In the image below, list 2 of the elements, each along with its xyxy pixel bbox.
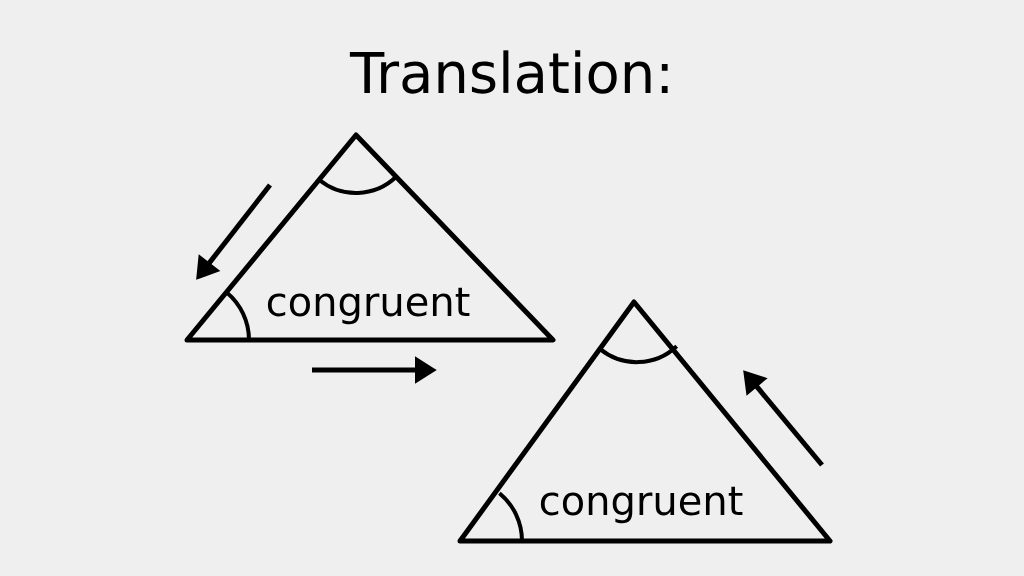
title: Translation: bbox=[349, 50, 668, 94]
triangle: congruent bbox=[184, 132, 556, 343]
